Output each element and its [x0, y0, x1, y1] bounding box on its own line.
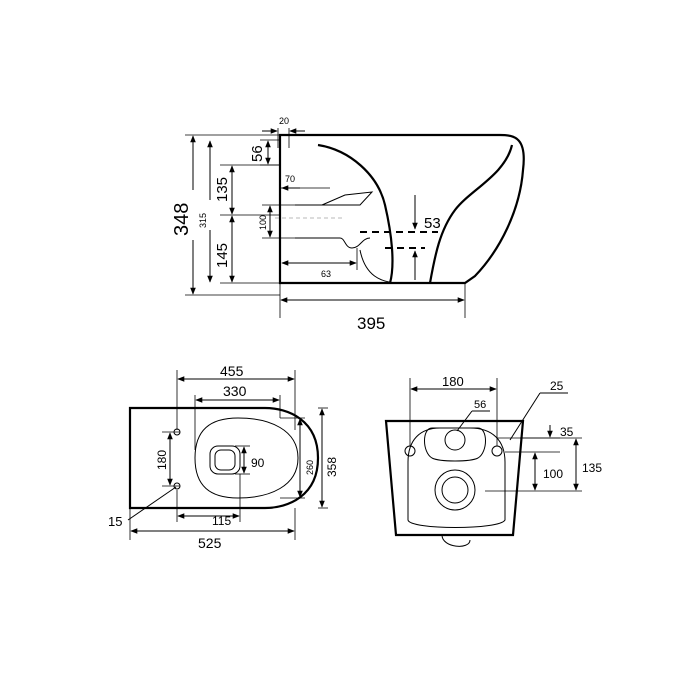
- rear-view-outline: [384, 419, 525, 537]
- dim-260-label: 260: [305, 460, 315, 475]
- top-view-drain: [209, 445, 241, 475]
- dim-180-rv-label: 180: [442, 374, 464, 389]
- dim-358-label: 358: [325, 457, 339, 477]
- dim-135-rv-label: 135: [582, 461, 602, 475]
- rear-view-inlet-hole: [444, 429, 466, 451]
- side-view-outline: [278, 133, 525, 285]
- dim-15-leader: [127, 486, 177, 521]
- dim-115-label: 115: [212, 514, 231, 528]
- dim-135-label: 135: [214, 177, 231, 202]
- dim-348-label: 348: [171, 203, 193, 236]
- dim-395-label: 395: [357, 314, 385, 333]
- top-view-drain-inner: [214, 449, 236, 471]
- dim-35-label: 35: [560, 425, 574, 439]
- dim-63-label: 63: [321, 269, 331, 279]
- rear-view-inner-body: [407, 427, 506, 528]
- outlet-channel: [295, 237, 371, 249]
- rear-view-outlet-hole: [441, 476, 469, 504]
- dim-70-label: 70: [285, 174, 295, 184]
- dim-90-label: 90: [251, 456, 265, 470]
- dim-20-label: 20: [279, 116, 289, 126]
- inlet-channel: [295, 191, 374, 206]
- dim-25-label: 25: [550, 379, 564, 393]
- side-view-rim-curve: [428, 144, 514, 284]
- top-view: 455 330 180 90 260 358: [108, 363, 339, 551]
- siphon-lower: [359, 249, 401, 284]
- dim-330-label: 330: [223, 383, 247, 399]
- dim-56-label: 56: [249, 145, 266, 162]
- side-view: 53 20 56 70 135 145 100: [171, 116, 525, 333]
- side-view-bowl-curve: [317, 143, 394, 284]
- rear-view-inner-panel: [424, 427, 486, 462]
- dim-455-label: 455: [220, 363, 244, 379]
- dim-100-label: 100: [258, 215, 268, 230]
- dim-53-label: 53: [424, 215, 441, 232]
- dim-15-label: 15: [108, 514, 122, 529]
- rear-view-bolt-hole-right: [491, 445, 503, 457]
- dim-525-label: 525: [198, 535, 222, 551]
- top-view-outline: [128, 406, 320, 510]
- dim-315-label: 315: [198, 213, 208, 228]
- dim-100-rv-label: 100: [543, 467, 563, 481]
- rear-view: 180 25 56 35 100 135: [384, 374, 602, 547]
- dim-56-rv-label: 56: [474, 399, 486, 411]
- dim-56-rv-leader: [456, 410, 473, 432]
- dim-180-tv-label: 180: [155, 450, 169, 470]
- rear-view-bottom-lip: [441, 534, 471, 547]
- dim-145-label: 145: [214, 243, 231, 268]
- top-view-bowl-inner: [194, 417, 299, 499]
- dim-25-leader: [509, 392, 541, 441]
- rear-view-outlet-ring: [434, 469, 476, 511]
